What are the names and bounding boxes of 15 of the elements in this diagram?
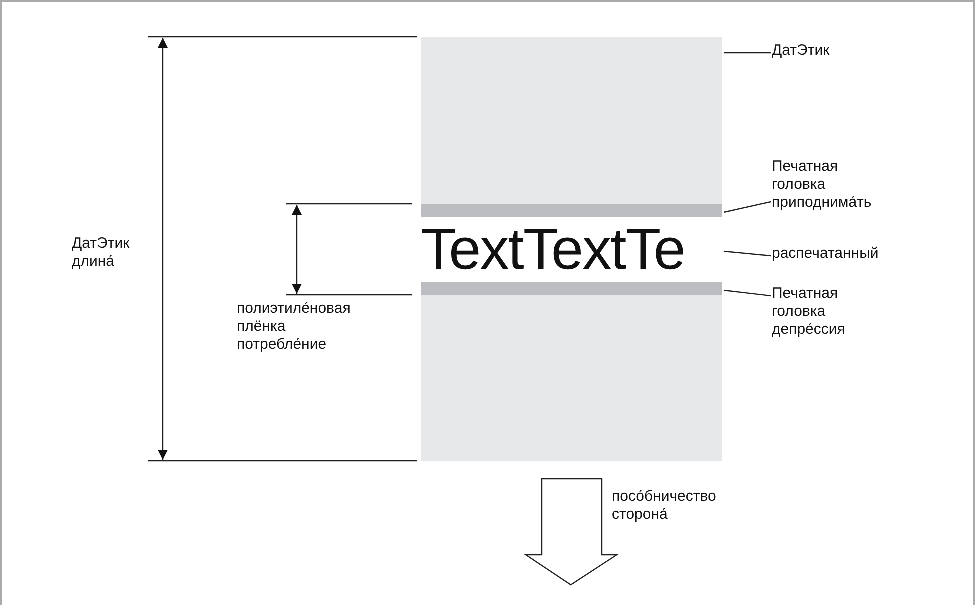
callout-label: распечатанный — [772, 245, 879, 263]
dimension-label: полиэтиле́новая плёнка потребле́ние — [237, 300, 351, 354]
leader-line — [724, 290, 772, 297]
dimension-label: ДатЭтик длина́ — [72, 235, 130, 271]
callout-label: Печатная головка приподнима́ть — [772, 158, 872, 212]
callout-label: ДатЭтик — [772, 42, 830, 60]
dimension-label: посо́бничество сторона́ — [612, 488, 716, 524]
callout-label: Печатная головка депре́ссия — [772, 285, 846, 339]
leader-line — [724, 201, 772, 214]
leader-line — [724, 250, 772, 257]
label-strip — [421, 37, 722, 461]
printed-text: TextTextTe — [421, 217, 722, 282]
leader-line — [724, 52, 771, 54]
printhead-bar — [421, 204, 722, 217]
printhead-bar — [421, 282, 722, 295]
